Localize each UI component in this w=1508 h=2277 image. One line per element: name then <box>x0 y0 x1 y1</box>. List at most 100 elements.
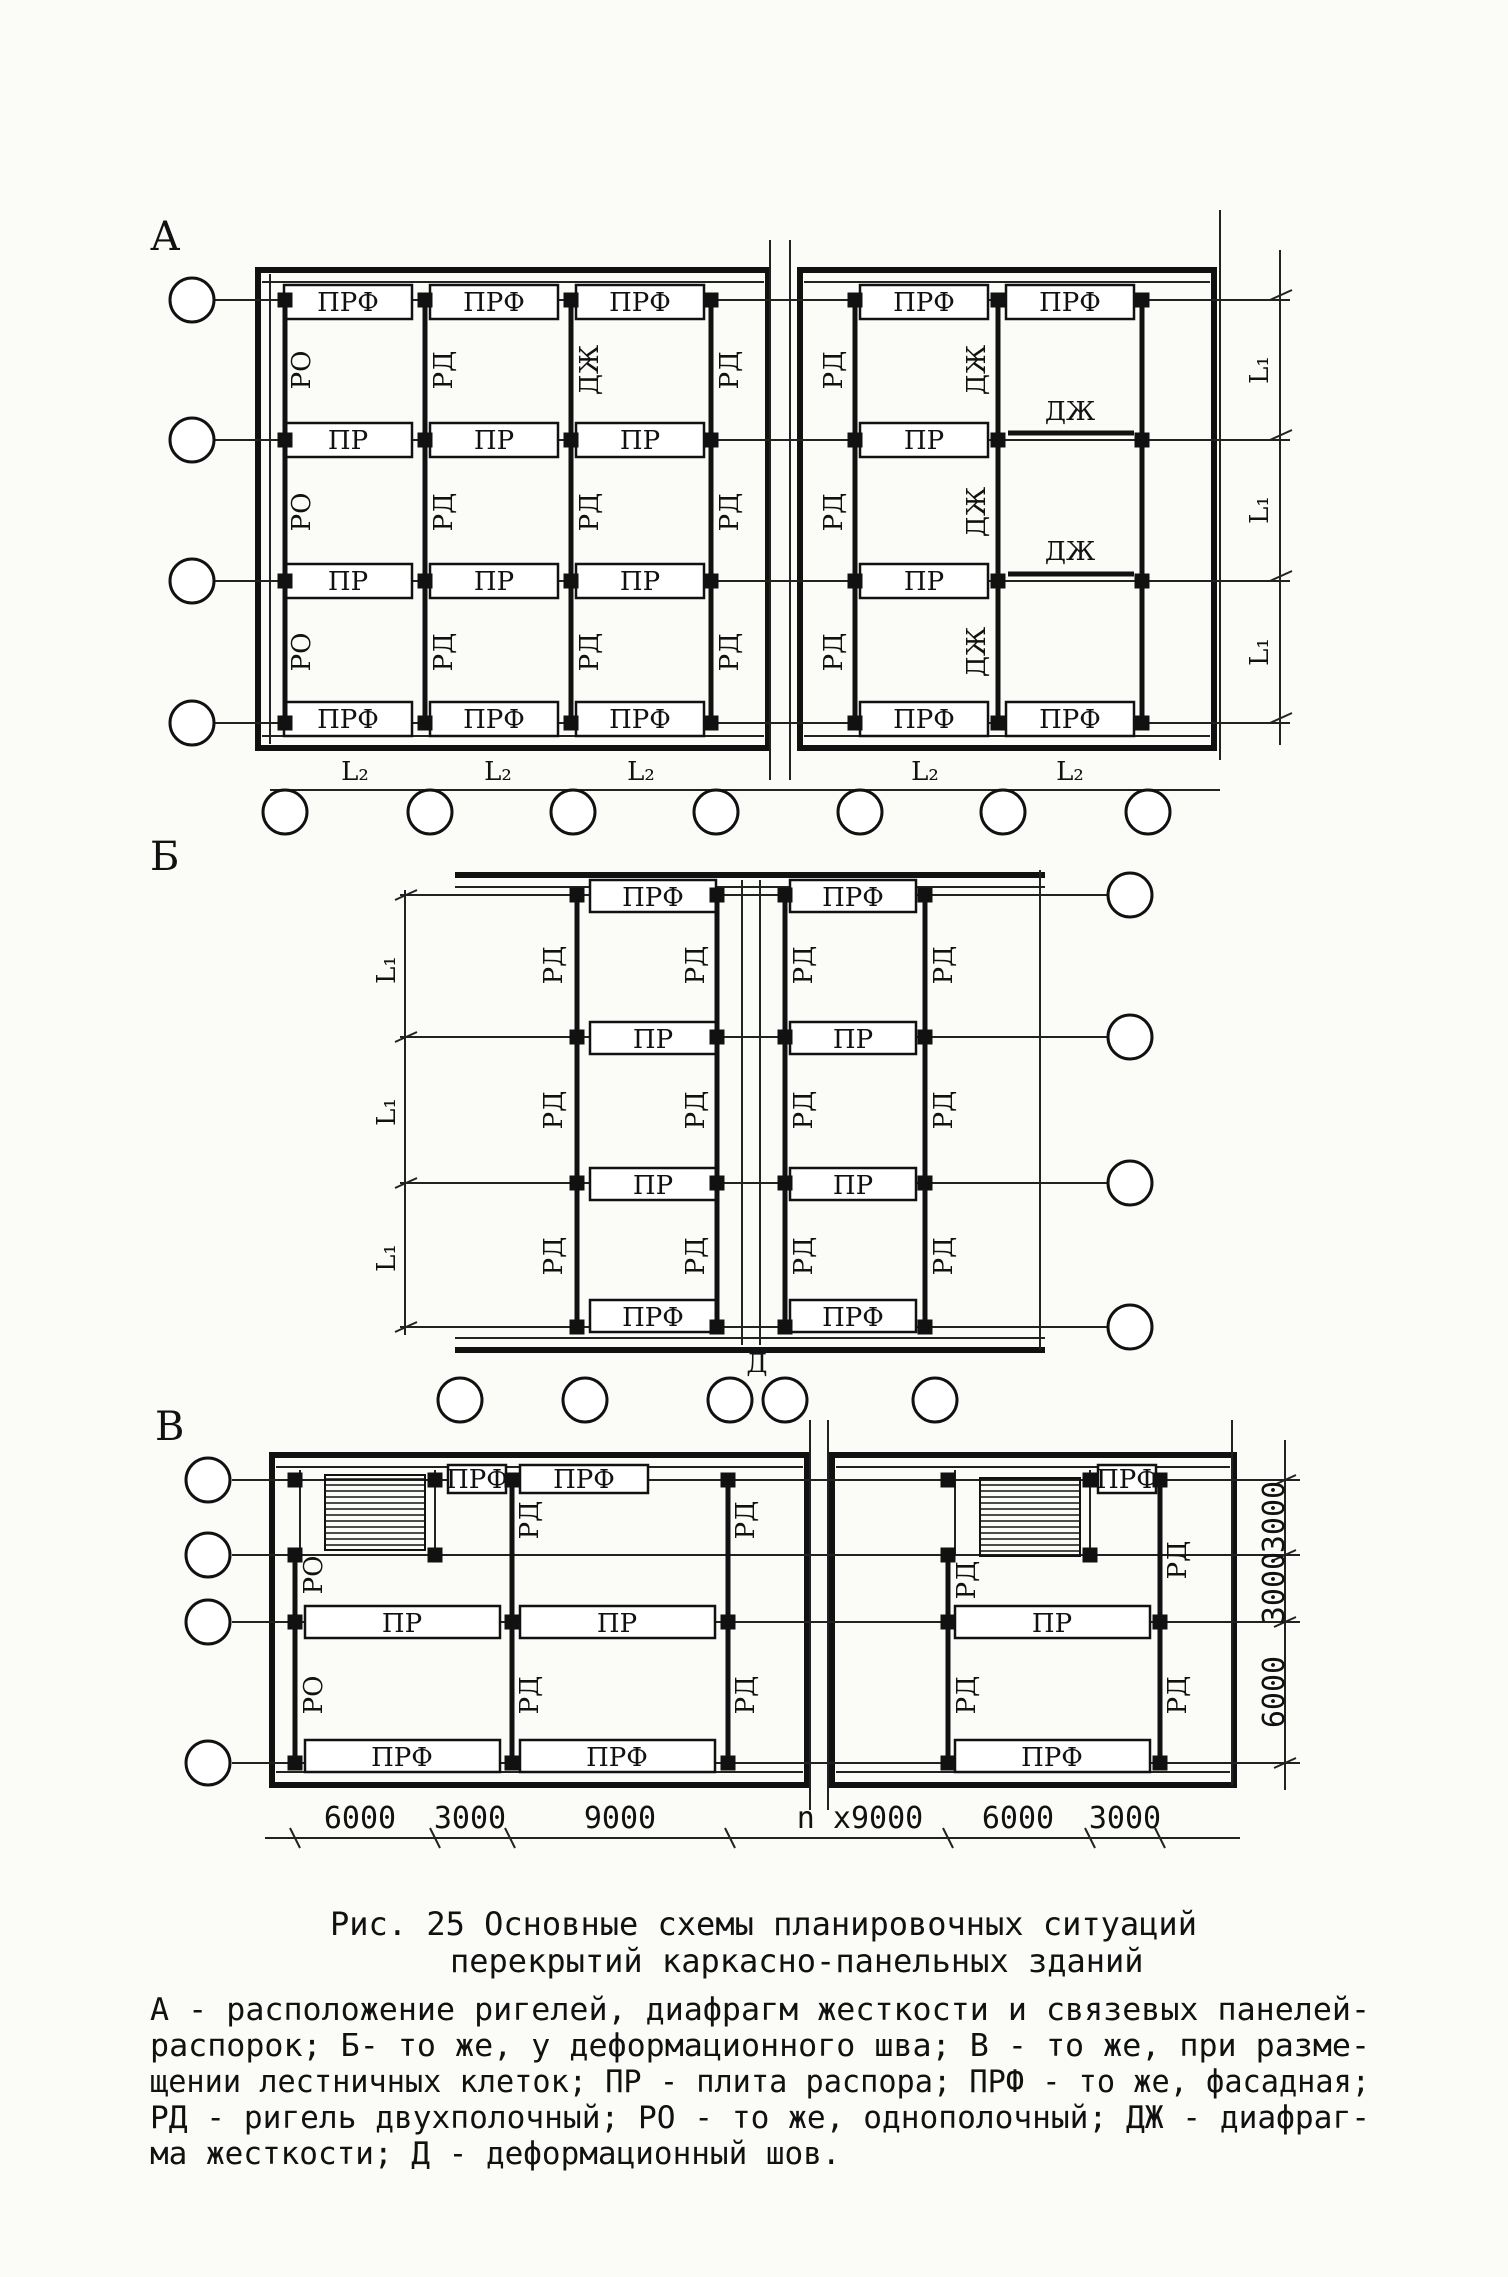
axis-marker <box>706 1376 754 1424</box>
beam-label: РД <box>429 633 459 672</box>
panel <box>858 283 990 321</box>
beam-label: РД <box>789 946 819 985</box>
panel-label: ПРФ <box>463 288 525 318</box>
panel-label: ПРФ <box>1039 288 1101 318</box>
panel-label: ПРФ <box>609 705 671 735</box>
dimension-label: 6000 <box>982 1801 1054 1836</box>
beam-label: РД <box>715 633 745 672</box>
axis-marker <box>184 1456 232 1504</box>
beam-label: ДЖ <box>575 345 605 395</box>
stairwell-left <box>324 1474 426 1551</box>
beam-label: РД <box>929 1091 959 1130</box>
dimension-label: L₂ <box>1056 757 1084 787</box>
panel-label: ПРФ <box>822 1303 884 1333</box>
caption-body-line: А - расположение ригелей, диафрагм жестк… <box>150 1992 1370 2028</box>
beam-label: РД <box>681 1091 711 1130</box>
axis-marker <box>168 557 216 605</box>
beam-label: РД <box>515 1676 545 1715</box>
axis-marker <box>184 1739 232 1787</box>
beam-label: РД <box>539 1237 569 1276</box>
beam-label: РД <box>731 1501 761 1540</box>
axis-marker <box>911 1376 959 1424</box>
beam-label: РД <box>575 493 605 532</box>
panel-label: ПР <box>904 567 944 597</box>
dimension-label: 3000 <box>434 1801 506 1836</box>
panel-label: ПРФ <box>317 288 379 318</box>
dimension-label: L₂ <box>911 757 939 787</box>
plan-a-left-wing-outline <box>255 267 771 751</box>
axis-marker <box>168 276 216 324</box>
beam-label: РД <box>539 1091 569 1130</box>
stairwell-right <box>979 1477 1081 1557</box>
beam-label: РО <box>299 1676 329 1715</box>
panel-label: ПР <box>474 567 514 597</box>
panel-label: ПРФ <box>622 1303 684 1333</box>
axis-marker <box>184 1598 232 1646</box>
dimension-label: L₂ <box>484 757 512 787</box>
panel-label: ПРФ <box>317 705 379 735</box>
beam-label: РД <box>681 946 711 985</box>
axis-marker <box>1106 1303 1154 1351</box>
beam-label: РО <box>299 1556 329 1595</box>
axis-marker <box>406 788 454 836</box>
panel-label: ПРФ <box>553 1465 615 1495</box>
beam-label: РД <box>1163 1541 1193 1580</box>
plan-b-letter: Б <box>150 834 179 880</box>
panel-label: ПР <box>633 1171 673 1201</box>
dimension-label: L₁ <box>372 1244 402 1272</box>
axis-marker <box>168 416 216 464</box>
caption-body-line: ма жесткости; Д - деформационный шов. <box>150 2136 841 2172</box>
dimension-label: L₁ <box>1245 638 1275 666</box>
dimension-label: 3000 <box>1257 1481 1292 1553</box>
dimension-label: L₁ <box>1245 356 1275 384</box>
beam-label: РД <box>789 1091 819 1130</box>
panel-label: ПРФ <box>622 883 684 913</box>
axis-marker <box>979 788 1027 836</box>
panel <box>282 421 414 459</box>
panel-label: ПР <box>620 567 660 597</box>
plan-a-columns <box>277 292 1150 731</box>
plan-a-beam-labels: РО РО РО РД РД РД ДЖ РД РД РД РД РД РД Р… <box>287 345 1095 677</box>
panel-label: ПРФ <box>1021 1743 1083 1773</box>
plan-a-panels: ПРФ ПРФ ПРФ ПРФ ПРФ ПР ПР ПР ПР ПР ПР ПР… <box>282 283 1136 738</box>
plan-a: А <box>150 210 1293 836</box>
axis-marker <box>561 1376 609 1424</box>
plan-b: Б ПРФ ПРФ ПР ПР ПР ПР ПРФ ПРФ <box>150 834 1154 1424</box>
beam-label: РД <box>429 351 459 390</box>
dimension-label: 3000 <box>1257 1552 1292 1624</box>
beam-label: РД <box>819 351 849 390</box>
caption: Рис. 25 Основные схемы планировочных сит… <box>150 1905 1370 2172</box>
beam-label: ДЖ <box>962 487 992 537</box>
panel-label: ПР <box>904 426 944 456</box>
beam-label: РД <box>715 493 745 532</box>
axis-marker <box>168 699 216 747</box>
beam-label: РО <box>287 493 317 532</box>
dimension-label: L₁ <box>1245 496 1275 524</box>
beam-label: РД <box>715 351 745 390</box>
panel <box>574 700 706 738</box>
panel <box>282 562 414 600</box>
panel-label: ПРФ <box>463 705 525 735</box>
panel <box>858 562 990 600</box>
panel <box>1004 283 1136 321</box>
dimension-label: L₂ <box>627 757 655 787</box>
panel-label: ПРФ <box>371 1743 433 1773</box>
panel-label: ПРФ <box>893 288 955 318</box>
plan-c-letter: В <box>155 1404 184 1450</box>
panel-label: ПР <box>328 567 368 597</box>
panel-label: ПРФ <box>586 1743 648 1773</box>
beam-label: РД <box>1163 1676 1193 1715</box>
beam-label: РД <box>539 946 569 985</box>
caption-body-line: щении лестничных клеток; ПР - плита расп… <box>150 2064 1370 2100</box>
caption-body-line: РД - ригель двухполочный; РО - то же, од… <box>150 2100 1370 2136</box>
beam-label: РД <box>681 1237 711 1276</box>
diaphragm-label: ДЖ <box>1045 397 1095 427</box>
panel <box>428 283 560 321</box>
joint-label: Д <box>746 1349 767 1379</box>
axis-marker <box>1106 871 1154 919</box>
axis-marker <box>836 788 884 836</box>
diaphragm-label: ДЖ <box>1045 537 1095 567</box>
plan-a-letter: А <box>150 214 180 260</box>
axis-marker <box>261 788 309 836</box>
panel <box>858 421 990 459</box>
